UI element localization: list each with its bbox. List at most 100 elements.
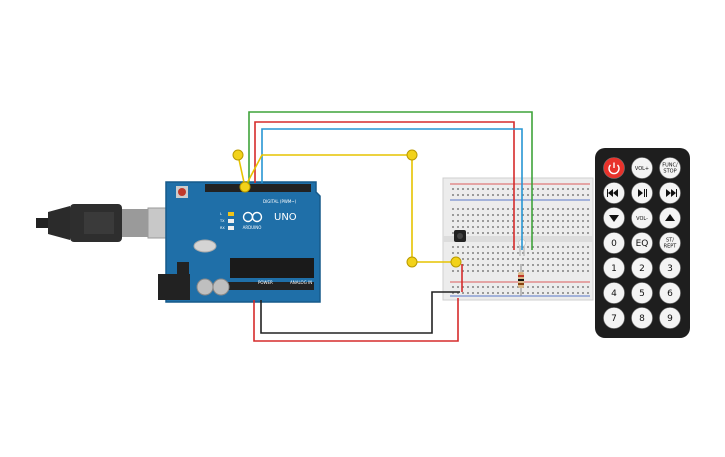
breadboard-hole bbox=[577, 194, 579, 196]
breadboard-hole bbox=[557, 220, 559, 222]
breadboard-hole bbox=[517, 264, 519, 266]
breadboard-hole bbox=[587, 220, 589, 222]
remote-button-power[interactable] bbox=[603, 157, 625, 179]
breadboard-hole bbox=[507, 188, 509, 190]
wire-joint-5[interactable] bbox=[450, 256, 462, 268]
breadboard-hole bbox=[492, 286, 494, 288]
breadboard-hole bbox=[497, 194, 499, 196]
breadboard-hole bbox=[467, 258, 469, 260]
breadboard-hole bbox=[452, 188, 454, 190]
remote-button-vol-[interactable]: VOL+ bbox=[631, 157, 653, 179]
remote-button-7[interactable]: 7 bbox=[603, 307, 625, 329]
remote-button-vol-[interactable]: VOL- bbox=[631, 207, 653, 229]
digital-header-top bbox=[205, 184, 311, 192]
breadboard-hole bbox=[522, 214, 524, 216]
arduino-logo bbox=[242, 211, 263, 223]
remote-button-st-rept[interactable]: ST/REPT bbox=[659, 232, 681, 254]
remote-button-1[interactable]: 1 bbox=[603, 257, 625, 279]
breadboard-hole bbox=[472, 258, 474, 260]
breadboard-hole bbox=[507, 292, 509, 294]
breadboard-hole bbox=[472, 220, 474, 222]
breadboard-hole bbox=[557, 226, 559, 228]
breadboard-hole bbox=[502, 270, 504, 272]
remote-button-2[interactable]: 2 bbox=[631, 257, 653, 279]
breadboard-hole bbox=[492, 258, 494, 260]
remote-button-0[interactable]: 0 bbox=[603, 232, 625, 254]
breadboard-hole bbox=[507, 246, 509, 248]
breadboard-hole bbox=[512, 252, 514, 254]
remote-button-down-arrow[interactable] bbox=[603, 207, 625, 229]
breadboard-hole bbox=[557, 188, 559, 190]
breadboard-hole bbox=[517, 188, 519, 190]
remote-button-9[interactable]: 9 bbox=[659, 307, 681, 329]
breadboard-hole bbox=[507, 270, 509, 272]
breadboard-hole bbox=[587, 246, 589, 248]
remote-button-3[interactable]: 3 bbox=[659, 257, 681, 279]
breadboard-hole bbox=[522, 258, 524, 260]
breadboard-hole bbox=[582, 194, 584, 196]
breadboard-hole bbox=[487, 194, 489, 196]
breadboard-hole bbox=[492, 232, 494, 234]
capacitor-1 bbox=[196, 278, 214, 296]
wire-joint-4[interactable] bbox=[406, 256, 418, 268]
remote-button-eq[interactable]: EQ bbox=[631, 232, 653, 254]
remote-button-label: 0 bbox=[611, 239, 617, 249]
breadboard-hole bbox=[467, 194, 469, 196]
breadboard-hole bbox=[582, 252, 584, 254]
breadboard-hole bbox=[527, 214, 529, 216]
board-brand: UNO bbox=[274, 212, 297, 223]
breadboard-hole bbox=[562, 246, 564, 248]
breadboard-hole bbox=[457, 286, 459, 288]
breadboard-hole bbox=[522, 220, 524, 222]
tx-label: TX bbox=[219, 219, 225, 223]
breadboard-hole bbox=[557, 214, 559, 216]
breadboard-hole bbox=[482, 188, 484, 190]
breadboard-hole bbox=[517, 252, 519, 254]
breadboard-hole bbox=[547, 232, 549, 234]
remote-button-4[interactable]: 4 bbox=[603, 282, 625, 304]
breadboard-hole bbox=[522, 270, 524, 272]
breadboard-hole bbox=[582, 188, 584, 190]
remote-button-rewind[interactable] bbox=[603, 182, 625, 204]
breadboard-hole bbox=[582, 270, 584, 272]
breadboard-hole bbox=[542, 264, 544, 266]
breadboard-hole bbox=[572, 286, 574, 288]
remote-button-up-arrow[interactable] bbox=[659, 207, 681, 229]
breadboard-hole bbox=[567, 232, 569, 234]
breadboard-hole bbox=[502, 208, 504, 210]
breadboard-center-channel bbox=[443, 236, 593, 242]
breadboard-hole bbox=[532, 286, 534, 288]
breadboard-hole bbox=[477, 188, 479, 190]
remote-button-play-pause[interactable] bbox=[631, 182, 653, 204]
breadboard-hole bbox=[562, 292, 564, 294]
usb-cable-end bbox=[36, 218, 50, 228]
breadboard-hole bbox=[512, 270, 514, 272]
breadboard-hole bbox=[502, 226, 504, 228]
breadboard-hole bbox=[542, 286, 544, 288]
reset-button-cap[interactable] bbox=[178, 188, 186, 196]
breadboard-hole bbox=[452, 246, 454, 248]
breadboard-hole bbox=[547, 194, 549, 196]
wire-joint-1[interactable] bbox=[232, 149, 244, 161]
breadboard-hole bbox=[452, 214, 454, 216]
breadboard-hole bbox=[507, 286, 509, 288]
breadboard-hole bbox=[542, 232, 544, 234]
breadboard-hole bbox=[582, 226, 584, 228]
wire-joint-3[interactable] bbox=[406, 149, 418, 161]
remote-button-fast-forward[interactable] bbox=[659, 182, 681, 204]
remote-button-8[interactable]: 8 bbox=[631, 307, 653, 329]
wire-joint-2[interactable] bbox=[239, 181, 251, 193]
remote-button-func-stop[interactable]: FUNC/STOP bbox=[659, 157, 681, 179]
breadboard-hole bbox=[532, 246, 534, 248]
remote-button-6[interactable]: 6 bbox=[659, 282, 681, 304]
breadboard-hole bbox=[582, 246, 584, 248]
breadboard-hole bbox=[457, 188, 459, 190]
power-icon bbox=[608, 162, 620, 175]
remote-button-5[interactable]: 5 bbox=[631, 282, 653, 304]
breadboard-hole bbox=[482, 226, 484, 228]
breadboard-hole bbox=[467, 208, 469, 210]
breadboard-hole bbox=[562, 188, 564, 190]
breadboard-hole bbox=[552, 232, 554, 234]
breadboard-hole bbox=[552, 214, 554, 216]
breadboard-hole bbox=[452, 270, 454, 272]
